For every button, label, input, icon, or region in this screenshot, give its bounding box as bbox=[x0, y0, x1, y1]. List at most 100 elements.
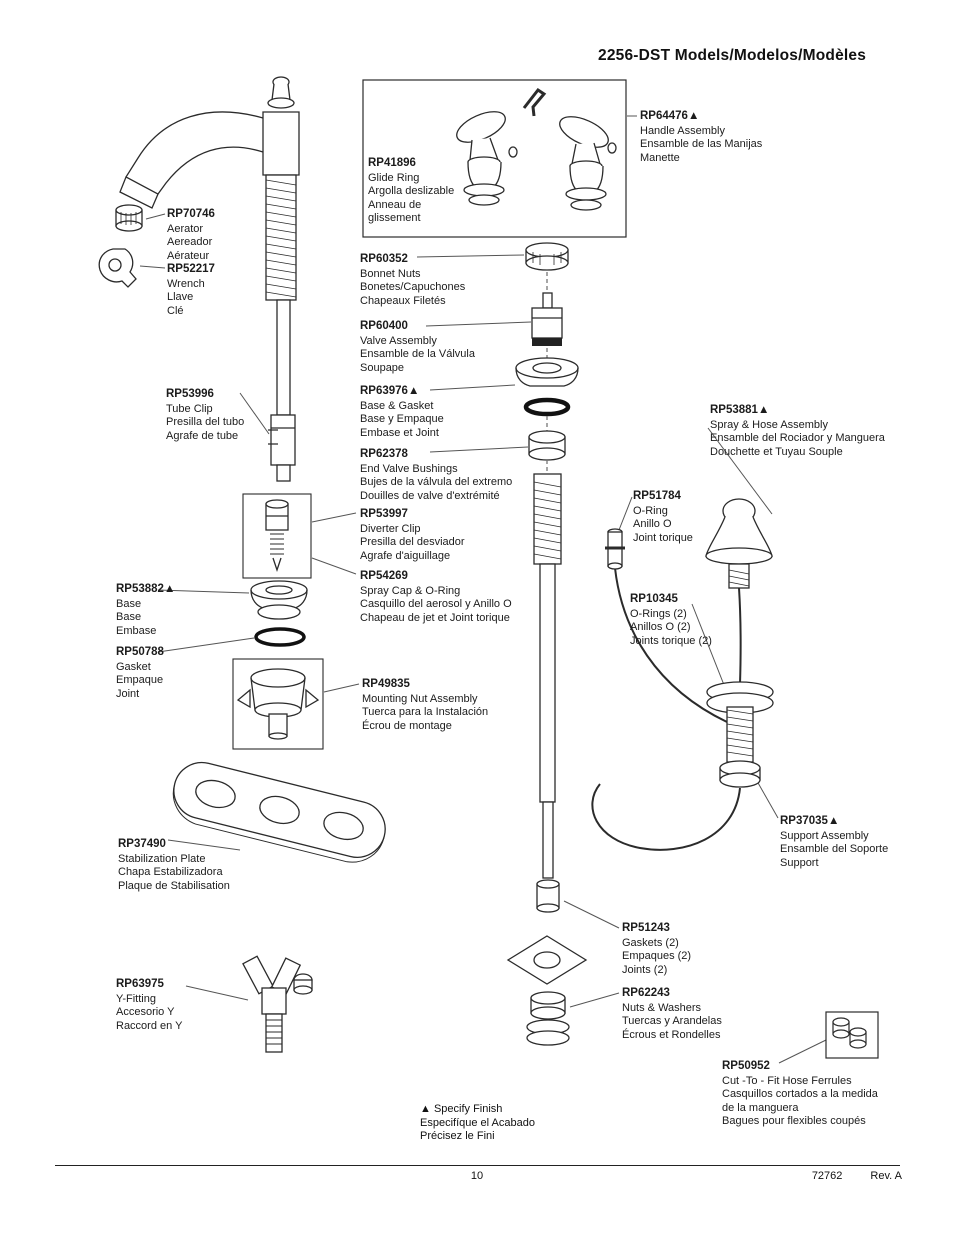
desc-line: Anillos O (2) bbox=[630, 621, 691, 633]
desc-line: glissement bbox=[368, 212, 421, 224]
desc-line: Presilla del tubo bbox=[166, 416, 245, 428]
desc-line: Ensamble de las Manijas bbox=[640, 138, 763, 150]
mounting-nut-drawing bbox=[232, 658, 324, 750]
desc-line: Ensamble del Rociador y Manguera bbox=[710, 432, 885, 444]
desc-line: Gaskets (2) bbox=[622, 936, 679, 949]
desc-line: Douilles de valve d'extrémité bbox=[360, 489, 500, 502]
desc-line: Agrafe de tube bbox=[166, 429, 239, 442]
desc-line: Handle Assembly bbox=[640, 124, 725, 137]
part-number: RP63976▲ bbox=[360, 385, 420, 397]
desc-line: de la manguera bbox=[722, 1101, 799, 1114]
desc-line: Chapeaux Filetés bbox=[360, 294, 446, 307]
desc-line: Argolla deslizable bbox=[368, 185, 455, 197]
desc-line: Joints torique (2) bbox=[630, 634, 712, 647]
part-number: RP10345 bbox=[630, 593, 678, 605]
desc-line: Empaques (2) bbox=[622, 950, 692, 962]
desc-line: Bagues pour flexibles coupés bbox=[722, 1115, 866, 1127]
part-number: RP64476▲ bbox=[640, 110, 700, 122]
desc-line: Raccord en Y bbox=[116, 1019, 183, 1032]
desc-line: Accesorio Y bbox=[116, 1006, 175, 1018]
desc-line: Bonetes/Capuchones bbox=[360, 281, 466, 293]
valve-stack-drawing bbox=[506, 242, 588, 1046]
callout-rp10345: RP10345 O-Rings (2)Anillos O (2)Joints t… bbox=[630, 593, 712, 648]
part-number: RP54269 bbox=[360, 570, 408, 582]
desc-line: Tube Clip bbox=[166, 402, 213, 415]
desc-line: End Valve Bushings bbox=[360, 462, 458, 475]
spray-hose-drawing bbox=[591, 498, 774, 851]
desc-line: Cut -To - Fit Hose Ferrules bbox=[722, 1074, 852, 1087]
desc-line: Précisez le Fini bbox=[420, 1130, 495, 1142]
doc-info: 72762 Rev. A bbox=[812, 1170, 902, 1182]
part-number: RP63975 bbox=[116, 978, 164, 990]
part-number: RP41896 bbox=[368, 157, 416, 169]
part-number: RP37490 bbox=[118, 838, 166, 850]
page-number: 10 bbox=[470, 1170, 484, 1182]
hose-ferrules-drawing bbox=[825, 1011, 879, 1059]
desc-line: Joint torique bbox=[633, 531, 693, 544]
desc-line: Tuercas y Arandelas bbox=[622, 1015, 722, 1027]
part-number: RP50788 bbox=[116, 646, 164, 658]
desc-line: Anneau de bbox=[368, 198, 422, 211]
desc-line: Joint bbox=[116, 687, 140, 700]
part-number: RP37035▲ bbox=[780, 815, 840, 827]
desc-line: Embase et Joint bbox=[360, 426, 439, 439]
part-number: RP51243 bbox=[622, 922, 670, 934]
part-number: RP52217 bbox=[167, 263, 215, 275]
part-number: RP53996 bbox=[166, 388, 214, 400]
desc-line: Casquillos cortados a la medida bbox=[722, 1088, 878, 1100]
desc-line: Écrous et Rondelles bbox=[622, 1028, 721, 1041]
part-number: RP50952 bbox=[722, 1060, 770, 1072]
desc-line: Support Assembly bbox=[780, 829, 869, 842]
desc-line: Base y Empaque bbox=[360, 413, 444, 425]
desc-line: Empaque bbox=[116, 674, 164, 686]
part-number: RP49835 bbox=[362, 678, 410, 690]
desc-line: Clé bbox=[167, 304, 184, 317]
diverter-drawing bbox=[242, 493, 312, 579]
base-gasket-drawing bbox=[250, 580, 308, 647]
desc-line: O-Rings (2) bbox=[630, 607, 687, 620]
part-number: RP60352 bbox=[360, 253, 408, 265]
revision: Rev. A bbox=[870, 1170, 902, 1182]
footer-rule bbox=[55, 1165, 900, 1166]
desc-line: Base bbox=[116, 597, 142, 610]
desc-line: Bonnet Nuts bbox=[360, 267, 421, 280]
desc-line: ▲ Specify Finish bbox=[420, 1103, 503, 1115]
desc-line: Aereador bbox=[167, 236, 213, 248]
desc-line: Manette bbox=[640, 151, 680, 164]
part-desc: O-Rings (2)Anillos O (2)Joints torique (… bbox=[630, 608, 712, 649]
part-number: RP53882▲ bbox=[116, 583, 176, 595]
desc-line: Llave bbox=[167, 291, 194, 303]
aerator-drawing bbox=[115, 204, 143, 232]
desc-line: Douchette et Tuyau Souple bbox=[710, 445, 843, 458]
desc-line: Valve Assembly bbox=[360, 334, 437, 347]
